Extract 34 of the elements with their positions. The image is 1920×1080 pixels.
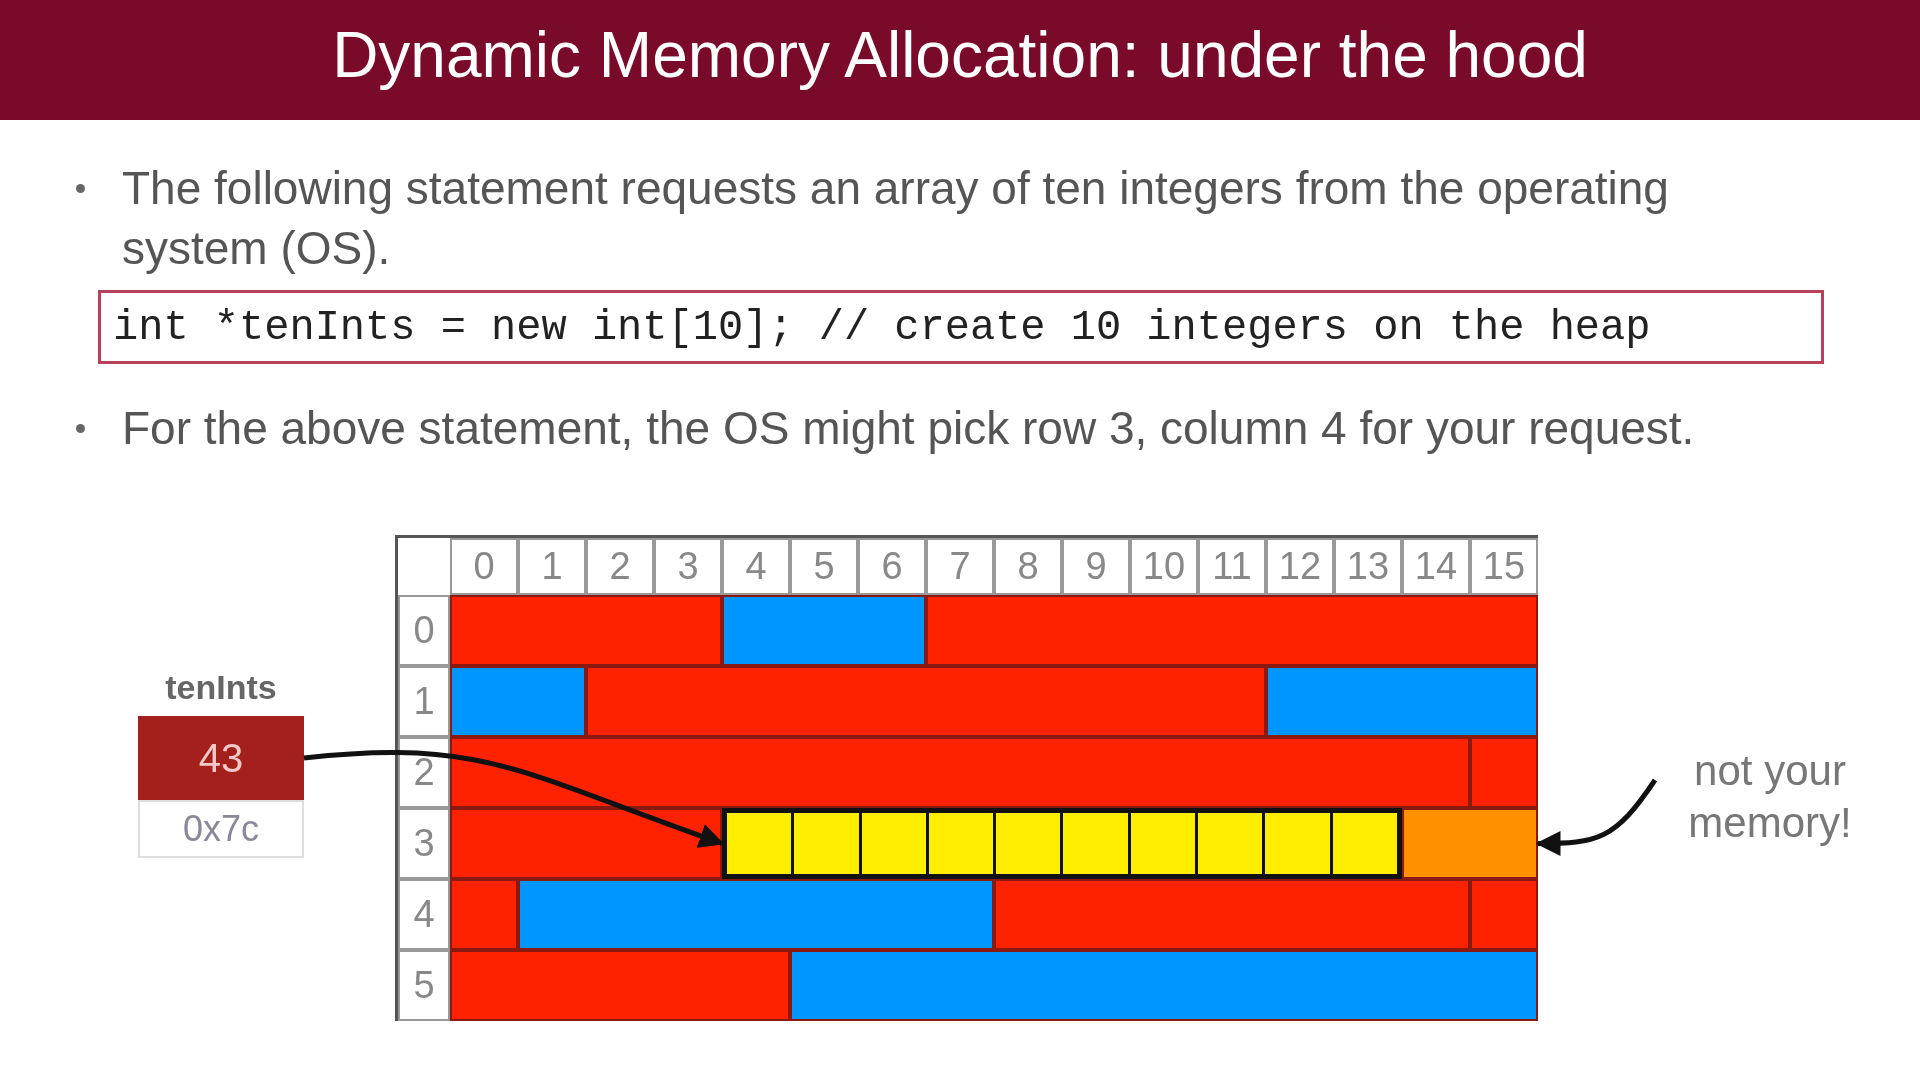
memory-address: 0x7c xyxy=(138,800,304,858)
code-box: int *tenInts = new int[10]; // create 10 integers on the heap xyxy=(98,290,1824,364)
allocated-array xyxy=(722,808,1402,879)
row-number: 5 xyxy=(398,950,450,1021)
row-number: 0 xyxy=(398,595,450,666)
column-number: 6 xyxy=(858,538,926,595)
column-number: 3 xyxy=(654,538,722,595)
column-number: 14 xyxy=(1402,538,1470,595)
bullet-text: For the above statement, the OS might pick row 3, column 4 for your request. xyxy=(122,401,1696,456)
row-number: 3 xyxy=(398,808,450,879)
pointer-value: 43 xyxy=(138,716,304,800)
column-number: 13 xyxy=(1334,538,1402,595)
arrow xyxy=(1535,778,1658,856)
arrow xyxy=(303,750,725,848)
variable-name: tenInts xyxy=(164,668,278,707)
column-number: 1 xyxy=(518,538,586,595)
column-number: 8 xyxy=(994,538,1062,595)
column-number: 11 xyxy=(1198,538,1266,595)
row-number: 1 xyxy=(398,666,450,737)
column-number: 12 xyxy=(1266,538,1334,595)
slide-title: Dynamic Memory Allocation: under the hood xyxy=(331,18,1589,92)
column-number: 15 xyxy=(1470,538,1538,595)
column-number: 7 xyxy=(926,538,994,595)
callout-text: not your memory! xyxy=(1655,745,1885,855)
column-number: 0 xyxy=(450,538,518,595)
row-number: 4 xyxy=(398,879,450,950)
column-number: 2 xyxy=(586,538,654,595)
column-number: 4 xyxy=(722,538,790,595)
overflow-cell xyxy=(1402,808,1538,879)
column-number: 5 xyxy=(790,538,858,595)
column-number: 9 xyxy=(1062,538,1130,595)
column-number: 10 xyxy=(1130,538,1198,595)
bullet-text: The following statement requests an array of ten integers from the operating system (OS). xyxy=(122,161,1670,276)
row-number: 2 xyxy=(398,737,450,808)
